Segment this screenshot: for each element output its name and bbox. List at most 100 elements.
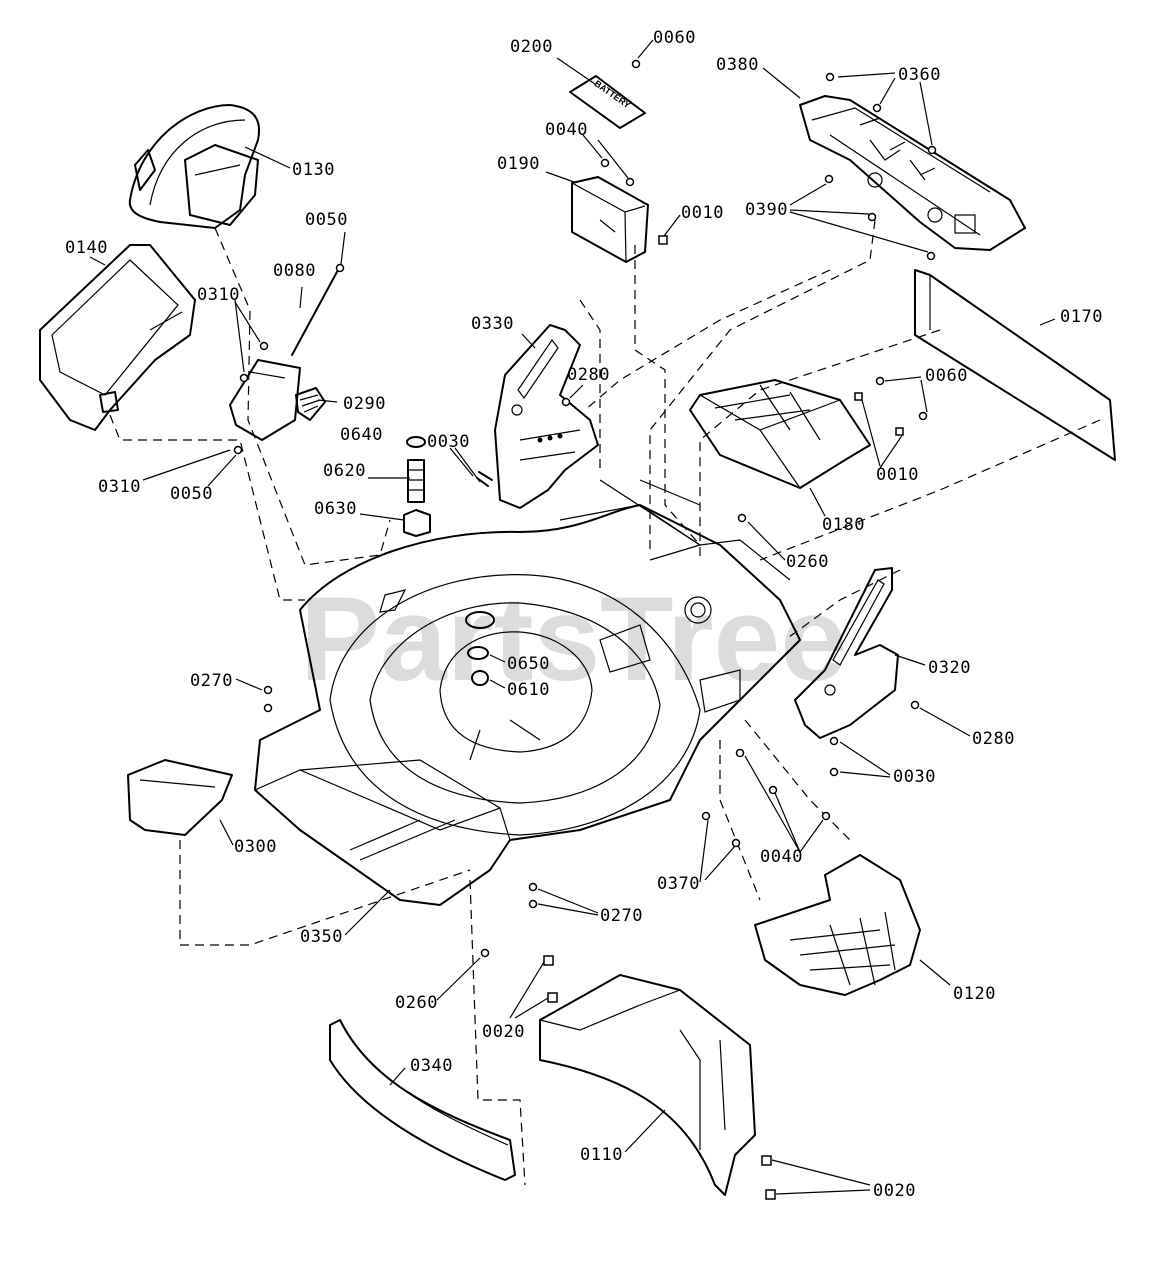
assembly-dashed-lines [109, 219, 1101, 1186]
callout-0270: 0270 [190, 671, 233, 691]
screw-0060-top [631, 59, 641, 69]
callout-0180: 0180 [822, 515, 865, 535]
nut-0390-a [824, 174, 834, 184]
callout-0190: 0190 [497, 154, 540, 174]
spring-0030-left [476, 471, 493, 487]
nut-0010-b [895, 427, 904, 436]
callout-0120: 0120 [953, 984, 996, 1004]
bolt-0030-b [829, 767, 839, 777]
screw-0260-bottom [480, 948, 490, 958]
nut-0010-a [854, 392, 863, 401]
callout-0310: 0310 [98, 477, 141, 497]
callout-0030: 0030 [427, 432, 470, 452]
callout-0330: 0330 [471, 314, 514, 334]
nut-0390-b [867, 212, 877, 222]
callout-0010: 0010 [876, 465, 919, 485]
bolt-0030-a [829, 736, 839, 746]
callout-0360: 0360 [898, 65, 941, 85]
clip-0020-b [547, 992, 558, 1003]
watermark: PartsTree [300, 572, 847, 706]
callout-0300: 0300 [234, 837, 277, 857]
nut-0390-c [926, 251, 936, 261]
callout-0650: 0650 [507, 654, 550, 674]
screw-0040-a [600, 158, 610, 168]
callout-0050: 0050 [170, 484, 213, 504]
callout-0310: 0310 [197, 285, 240, 305]
part-0350-mower-deck [254, 479, 801, 906]
callout-0020: 0020 [482, 1022, 525, 1042]
callout-0010: 0010 [681, 203, 724, 223]
callout-0270: 0270 [600, 906, 643, 926]
screw-0260-top [737, 513, 747, 523]
part-0330-height-bracket [494, 324, 599, 509]
part-0320-height-bracket [794, 567, 899, 739]
callout-0340: 0340 [410, 1056, 453, 1076]
callout-0620: 0620 [323, 461, 366, 481]
clip-0020-a [543, 955, 554, 966]
nut-0010-top [658, 235, 668, 245]
callout-0130: 0130 [292, 160, 335, 180]
callout-0040: 0040 [545, 120, 588, 140]
callout-0060: 0060 [653, 28, 696, 48]
part-0290-latch-bracket [229, 341, 326, 455]
screw-0270-c [528, 882, 538, 892]
callout-0640: 0640 [340, 425, 383, 445]
part-0170-rear-flap [914, 269, 1116, 461]
bolt-0360-b [872, 103, 882, 113]
battery-label: BATTERY [593, 78, 633, 110]
bolt-0040-b [768, 785, 778, 795]
callout-0060: 0060 [925, 366, 968, 386]
nut-0370-a [701, 811, 711, 821]
callout-0350: 0350 [300, 927, 343, 947]
screw-0270-b [263, 703, 273, 713]
callout-0380: 0380 [716, 55, 759, 75]
callout-0280: 0280 [972, 729, 1015, 749]
part-0640-0620-0630 [403, 436, 431, 537]
part-0120-grate [754, 854, 921, 996]
screw-0270-d [528, 899, 538, 909]
bolt-0280-left [561, 397, 571, 407]
part-0190-battery-box [571, 176, 649, 263]
callout-0140: 0140 [65, 238, 108, 258]
bolt-0360-a [825, 72, 835, 82]
part-0140-bag-frame [39, 244, 196, 431]
bolt-0040-a [735, 748, 745, 758]
part-0110-discharge-chute [539, 974, 756, 1196]
leader-lines [89, 39, 1056, 1195]
clip-0020-d [765, 1189, 776, 1200]
screw-0060-right-b [918, 411, 928, 421]
nut-0370-b [731, 838, 741, 848]
screw-0060-right [875, 376, 885, 386]
callout-0080: 0080 [273, 261, 316, 281]
callout-0200: 0200 [510, 37, 553, 57]
part-0180-mulch-plug [689, 379, 871, 489]
callout-0050: 0050 [305, 210, 348, 230]
callout-0390: 0390 [745, 200, 788, 220]
callout-0370: 0370 [657, 874, 700, 894]
callout-0030: 0030 [893, 767, 936, 787]
callout-0320: 0320 [928, 658, 971, 678]
callout-labels: 0200 0060 0380 0360 0130 0040 0190 0010 … [65, 28, 1103, 1201]
callout-0110: 0110 [580, 1145, 623, 1165]
screw-0270-a [263, 685, 273, 695]
part-0380-handle-console [799, 95, 1026, 251]
callout-0290: 0290 [343, 394, 386, 414]
screw-0040-b [625, 177, 635, 187]
part-0300-front-guard [127, 759, 233, 836]
callout-0610: 0610 [507, 680, 550, 700]
callout-0280: 0280 [567, 365, 610, 385]
clip-0020-c [761, 1155, 772, 1166]
part-0340-trim-strip [329, 1019, 516, 1181]
bolt-0280-right [910, 700, 920, 710]
bolt-0360-c [927, 145, 937, 155]
bolt-0040-c [821, 811, 831, 821]
callout-0170: 0170 [1060, 307, 1103, 327]
callout-0260: 0260 [786, 552, 829, 572]
callout-0040: 0040 [760, 847, 803, 867]
callout-0020: 0020 [873, 1181, 916, 1201]
part-0130-rear-cover [128, 104, 260, 229]
callout-0260: 0260 [395, 993, 438, 1013]
part-0080-rod [291, 263, 345, 356]
callout-0630: 0630 [314, 499, 357, 519]
